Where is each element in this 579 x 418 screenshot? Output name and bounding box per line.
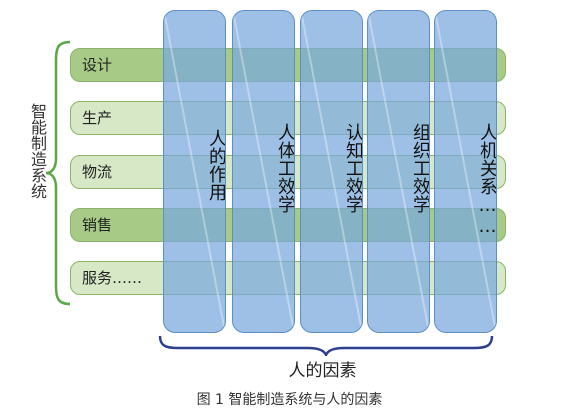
column-label-human-machine: 人机关系……	[477, 123, 497, 237]
row-label-sales: 销售	[82, 216, 113, 234]
column-label-cognitive-ergonomics: 认知工效学	[343, 123, 363, 213]
column-label-physical-ergonomics: 人体工效学	[275, 123, 295, 213]
column-organizational-ergonomics: 组织工效学	[367, 10, 430, 333]
bottom-group-label: 人的因素	[288, 361, 357, 381]
row-label-service: 服务……	[82, 269, 143, 287]
row-label-production: 生产	[82, 109, 113, 127]
left-group-label: 智能制造系统	[28, 103, 47, 199]
row-label-design: 设计	[82, 56, 113, 74]
column-label-organizational-ergonomics: 组织工效学	[410, 123, 430, 213]
column-hatch	[435, 11, 496, 332]
left-brace	[45, 40, 71, 306]
figure-caption: 图 1 智能制造系统与人的因素	[196, 392, 383, 408]
column-physical-ergonomics: 人体工效学	[232, 10, 295, 333]
column-hatch	[368, 11, 429, 332]
column-hatch	[301, 11, 362, 332]
column-human-machine: 人机关系……	[434, 10, 497, 333]
column-hatch	[164, 11, 225, 332]
column-hatch	[233, 11, 294, 332]
column-label-human-role: 人的作用	[206, 129, 226, 201]
row-label-logistics: 物流	[82, 163, 113, 181]
column-human-role: 人的作用	[163, 10, 226, 333]
bottom-brace	[158, 335, 494, 356]
column-cognitive-ergonomics: 认知工效学	[300, 10, 363, 333]
